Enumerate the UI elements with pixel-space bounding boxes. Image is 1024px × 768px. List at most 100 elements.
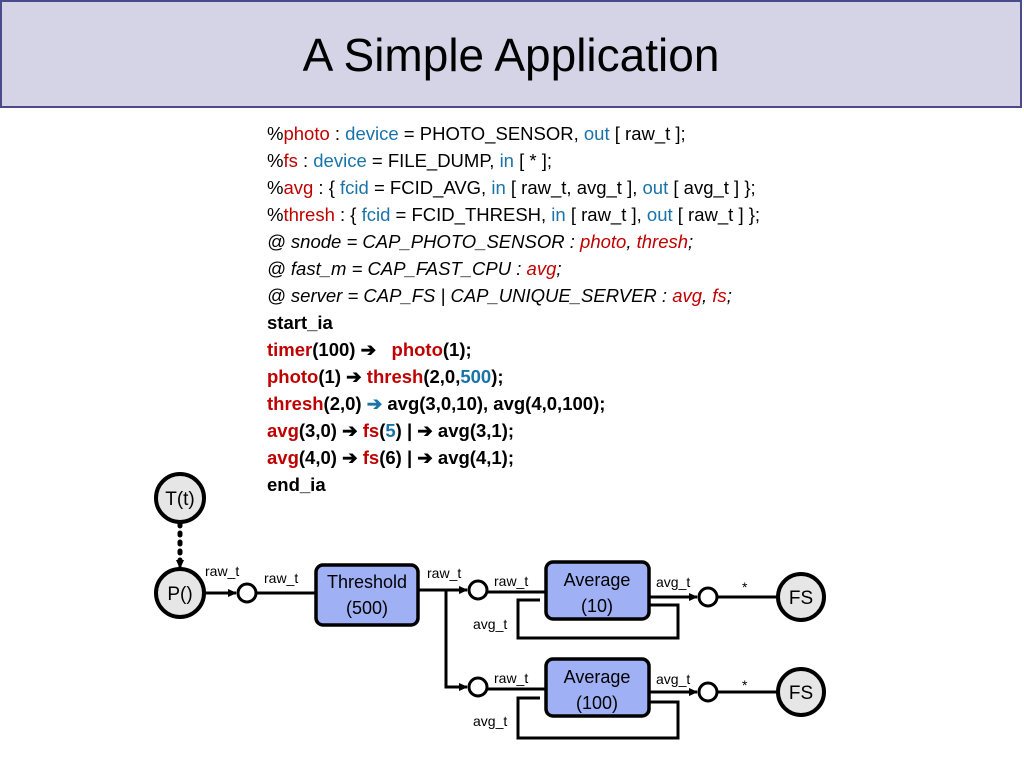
code-token: avg(4,1); xyxy=(432,447,514,468)
fs2-input-port xyxy=(697,681,719,703)
code-token: avg xyxy=(283,177,314,198)
code-token: avg xyxy=(267,447,299,468)
code-token: fcid xyxy=(340,177,369,198)
code-token: fs xyxy=(362,420,380,441)
code-token: = FILE_DUMP, xyxy=(366,150,500,171)
threshold-box xyxy=(314,563,420,627)
avg10-label: Average xyxy=(564,570,631,590)
thresh-to-avg100-link xyxy=(444,590,468,691)
code-token: thresh xyxy=(283,204,335,225)
code-token: out xyxy=(646,204,673,225)
code-token: ➔ xyxy=(342,420,358,441)
code-token: @ server = CAP_FS | CAP_UNIQUE_SERVER : xyxy=(267,285,673,306)
code-token: in xyxy=(551,204,566,225)
code-token: : xyxy=(297,150,314,171)
code-line: @ snode = CAP_PHOTO_SENSOR : photo, thre… xyxy=(267,228,760,255)
code-token: : { xyxy=(334,204,362,225)
timer-label: T(t) xyxy=(165,489,195,510)
thresh-out-label: raw_t xyxy=(427,565,461,581)
code-line: end_ia xyxy=(267,471,760,498)
avg10-out-label: avg_t xyxy=(656,574,690,590)
code-token: % xyxy=(267,204,284,225)
code-token: = FCID_AVG, xyxy=(368,177,492,198)
code-token: : xyxy=(329,123,346,144)
code-token: [ raw_t, avg_t ], xyxy=(505,177,643,198)
code-token: ( xyxy=(379,420,386,441)
code-token: (1) xyxy=(318,366,347,387)
avg100-out-label: avg_t xyxy=(656,671,690,687)
avg100-raw-label: raw_t xyxy=(494,670,528,686)
code-token: thresh xyxy=(267,393,324,414)
code-token: photo xyxy=(267,366,319,387)
code-line: timer(100) ➔ photo(1); xyxy=(267,336,760,363)
code-token: out xyxy=(642,177,669,198)
code-token: fs xyxy=(712,285,727,306)
code-token: [ raw_t ] }; xyxy=(672,204,761,225)
code-token: ; xyxy=(556,258,562,279)
code-token: photo xyxy=(391,339,443,360)
code-token: @ snode = CAP_PHOTO_SENSOR : xyxy=(267,231,581,252)
code-token: out xyxy=(583,123,610,144)
code-token: avg xyxy=(672,285,703,306)
code-token: ; xyxy=(726,285,732,306)
code-token: avg(3,0,10), avg(4,0,100); xyxy=(382,393,606,414)
code-line: avg(4,0) ➔ fs(6) | ➔ avg(4,1); xyxy=(267,444,760,471)
code-token: [ * ]; xyxy=(513,150,553,171)
code-line: avg(3,0) ➔ fs(5) | ➔ avg(3,1); xyxy=(267,417,760,444)
code-token: fs xyxy=(362,447,380,468)
code-token: % xyxy=(267,177,284,198)
code-token: avg(3,1); xyxy=(432,420,515,441)
code-token: % xyxy=(267,150,284,171)
photo-label: P() xyxy=(167,584,192,605)
code-token: ➔ xyxy=(342,447,358,468)
avg100-param: (100) xyxy=(576,693,618,713)
fs1-node xyxy=(776,572,826,622)
code-token: start_ia xyxy=(267,312,333,333)
code-token: ➔ xyxy=(417,420,433,441)
code-token: timer xyxy=(267,339,313,360)
code-listing: % photo : device = PHOTO_SENSOR, out [ ra… xyxy=(267,120,760,498)
code-token: device xyxy=(313,150,367,171)
code-token: , xyxy=(626,231,637,252)
code-token: avg xyxy=(526,258,557,279)
code-token: (2,0, xyxy=(423,366,461,387)
avg10-raw-label: raw_t xyxy=(494,573,528,589)
avg100-avg-label: avg_t xyxy=(473,713,507,729)
code-token: [ raw_t ]; xyxy=(609,123,686,144)
code-token: thresh xyxy=(366,366,424,387)
code-line: @ fast_m = CAP_FAST_CPU : avg; xyxy=(267,255,760,282)
code-token: ) | xyxy=(395,420,418,441)
code-line: @ server = CAP_FS | CAP_UNIQUE_SERVER : … xyxy=(267,282,760,309)
code-token: device xyxy=(345,123,399,144)
photo-out-label: raw_t xyxy=(205,563,239,579)
code-line: %avg : { fcid = FCID_AVG, in [ raw_t, av… xyxy=(267,174,760,201)
code-token: (1); xyxy=(442,339,472,360)
avg100-input-port xyxy=(467,676,489,698)
code-token: ); xyxy=(491,366,504,387)
code-token: = FCID_THRESH, xyxy=(390,204,552,225)
fs2-in-label: * xyxy=(742,677,748,693)
code-token: @ fast_m = CAP_FAST_CPU : xyxy=(267,258,527,279)
threshold-label: Threshold xyxy=(327,572,407,592)
code-token: ➔ xyxy=(346,366,362,387)
slide-title: A Simple Application xyxy=(302,29,720,81)
code-token: : { xyxy=(313,177,341,198)
fs1-input-port xyxy=(697,586,719,608)
code-token: avg xyxy=(267,420,299,441)
fs2-node xyxy=(776,667,826,717)
thresh-input-port xyxy=(236,582,258,604)
fs1-label: FS xyxy=(789,588,813,609)
code-token: = PHOTO_SENSOR, xyxy=(398,123,584,144)
code-token: end_ia xyxy=(267,474,326,495)
code-token: ; xyxy=(688,231,694,252)
avg10-box xyxy=(544,560,651,621)
code-token: 5 xyxy=(385,420,396,441)
fs2-label: FS xyxy=(789,683,813,704)
code-line: %fs : device = FILE_DUMP, in [ * ]; xyxy=(267,147,760,174)
code-token: photo xyxy=(580,231,627,252)
code-token: [ avg_t ] }; xyxy=(668,177,756,198)
code-token: in xyxy=(499,150,514,171)
code-token: fcid xyxy=(361,204,391,225)
avg100-box xyxy=(544,657,651,718)
